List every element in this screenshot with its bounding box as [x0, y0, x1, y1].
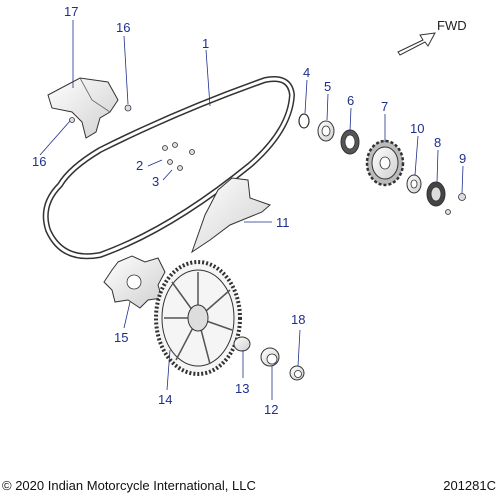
callout-7: 7: [381, 99, 388, 114]
callout-1: 1: [202, 36, 209, 51]
callout-13: 13: [235, 381, 249, 396]
spacer-12: [260, 347, 280, 367]
callout-14: 14: [158, 392, 172, 407]
lower-belt-guard: [191, 177, 271, 254]
bolt-16-lower: [69, 117, 75, 123]
nut-9: [458, 193, 466, 201]
copyright-text: © 2020 Indian Motorcycle International, …: [2, 478, 256, 493]
callout-11: 11: [276, 215, 290, 230]
small-washer: [445, 209, 451, 215]
seal-6: [340, 129, 360, 155]
nut-8: [426, 181, 446, 207]
callout-2: 2: [136, 158, 143, 173]
front-sprocket-7: [365, 139, 405, 187]
callout-9: 9: [459, 151, 466, 166]
fwd-label: FWD: [437, 18, 467, 33]
bolts-2-3: [162, 142, 195, 171]
bearing-18: [289, 365, 305, 381]
bearing-13: [233, 336, 251, 352]
washer-10: [406, 174, 422, 194]
callout-3: 3: [152, 174, 159, 189]
callout-17: 17: [64, 4, 78, 19]
leader-lines: [39, 20, 464, 400]
spacer-5: [317, 120, 335, 142]
callout-5: 5: [324, 79, 331, 94]
bolt-16-upper: [124, 104, 132, 112]
forward-arrow-icon: [397, 32, 436, 56]
callout-16-upper: 16: [116, 20, 130, 35]
callout-15: 15: [114, 330, 128, 345]
o-ring-4: [298, 113, 310, 129]
cush-drive-rubber-15: [103, 255, 166, 309]
callout-4: 4: [303, 65, 310, 80]
callout-10: 10: [410, 121, 424, 136]
figure-number: 201281C: [443, 478, 496, 493]
belt-guard-bracket: [47, 77, 119, 139]
callout-6: 6: [347, 93, 354, 108]
rear-sprocket-14: [154, 260, 242, 376]
callout-18: 18: [291, 312, 305, 327]
callout-8: 8: [434, 135, 441, 150]
callout-16-lower: 16: [32, 154, 46, 169]
drive-belt: [42, 76, 296, 260]
callout-12: 12: [264, 402, 278, 417]
